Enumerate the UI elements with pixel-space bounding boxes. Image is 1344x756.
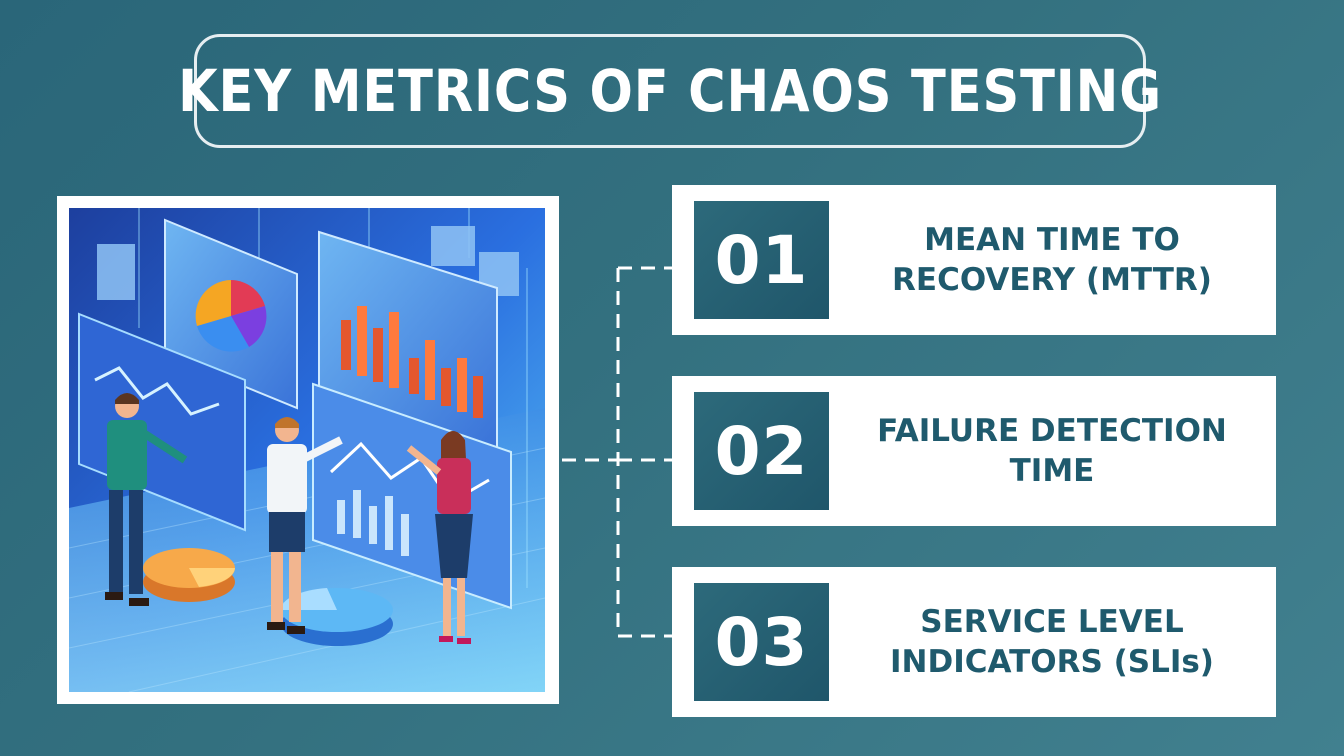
metric-label: MEAN TIME TO RECOVERY (MTTR) [847,185,1257,335]
title-frame: KEY METRICS OF CHAOS TESTING [178,34,1161,148]
analytics-dashboard-illustration [69,208,545,692]
metric-number-box: 02 [694,392,829,510]
illustration-frame [57,196,559,704]
metric-card-2: 02 FAILURE DETECTION TIME [672,376,1276,526]
metric-label-line1: MEAN TIME TO [924,222,1180,258]
metric-label: FAILURE DETECTION TIME [847,376,1257,526]
metric-label-line2: INDICATORS (SLIs) [890,644,1214,680]
metric-label: SERVICE LEVEL INDICATORS (SLIs) [847,567,1257,717]
metric-card-3: 03 SERVICE LEVEL INDICATORS (SLIs) [672,567,1276,717]
metric-number: 01 [714,221,809,299]
metric-number: 03 [714,603,809,681]
metric-label-line1: SERVICE LEVEL [920,604,1184,640]
page-title: KEY METRICS OF CHAOS TESTING [178,57,1162,125]
metric-label-line2: TIME [1009,453,1095,489]
metric-card-1: 01 MEAN TIME TO RECOVERY (MTTR) [672,185,1276,335]
metric-label-line1: FAILURE DETECTION [877,413,1227,449]
metric-number-box: 01 [694,201,829,319]
metric-label-line2: RECOVERY (MTTR) [892,262,1212,298]
metric-number: 02 [714,412,809,490]
metric-number-box: 03 [694,583,829,701]
